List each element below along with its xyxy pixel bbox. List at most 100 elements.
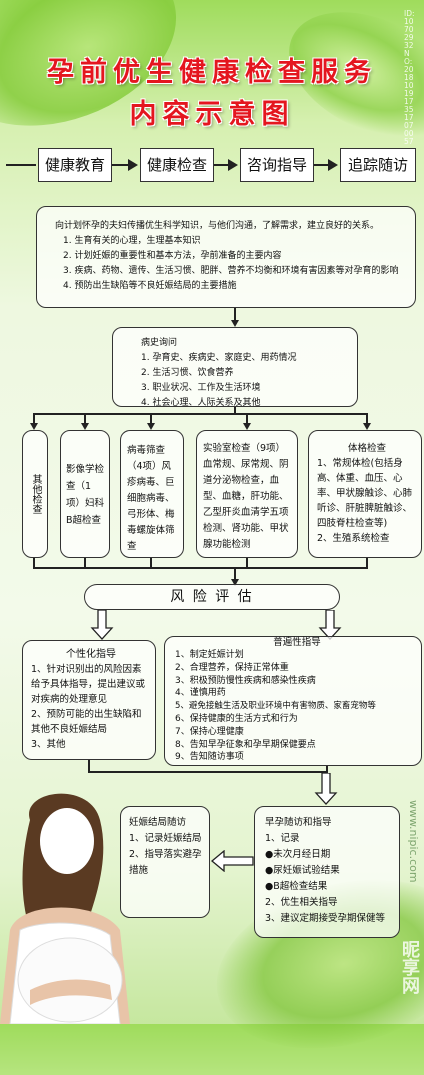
branch-drop <box>150 413 152 425</box>
arrow-head <box>30 423 38 430</box>
early-followup-box: 早孕随访和指导 1、记录 ●未次月经日期 ●尿妊娠试验结果 ●B超检查结果 2、… <box>254 806 400 938</box>
connector-history-branch <box>234 407 236 414</box>
merge-line <box>326 766 328 772</box>
arrow-head <box>363 423 371 430</box>
exam-physical-item: 1、常规体检(包括身高、体重、血压、心率、甲状腺触诊、心肺听诊、肝脏脾脏触诊、四… <box>317 458 413 529</box>
branch-drop <box>84 413 86 425</box>
exam-virus-text: 病毒筛查（4项）风疹病毒、巨细胞病毒、弓形体、梅毒螺旋体筛查 <box>127 445 175 552</box>
flow-step-checkup: 健康检查 <box>140 148 214 182</box>
general-guidance-box: 普遍性指导 1、制定妊娠计划 2、合理营养，保持正常体重 3、积极预防慢性疾病和… <box>164 636 422 766</box>
personal-item: 1、针对识别出的风险因素给予具体指导，提出建议或对疾病的处理意见 <box>31 664 146 705</box>
flow-line-3 <box>314 164 328 166</box>
outcome-title: 妊娠结局随访 <box>129 817 187 828</box>
early-item: ●B超检查结果 <box>265 881 328 892</box>
exam-other-label: 其他检查 <box>30 474 41 514</box>
flow-arrow-3 <box>328 159 338 171</box>
early-title: 早孕随访和指导 <box>265 817 332 828</box>
merge-line <box>150 558 152 568</box>
general-item: 1、制定妊娠计划 <box>175 650 244 660</box>
branch-bar <box>33 413 367 415</box>
merge-line <box>88 760 90 772</box>
general-item: 3、积极预防慢性疾病和感染性疾病 <box>175 675 316 686</box>
education-intro: 向计划怀孕的夫妇传播优生科学知识，与他们沟通，了解需求，建立良好的关系。 <box>55 221 380 231</box>
merge-drop <box>234 567 236 581</box>
history-item: 3. 职业状况、工作及生活环境 <box>141 383 261 393</box>
face-mask <box>40 808 94 874</box>
education-item: 4. 预防出生缺陷等不良妊娠结局的主要措施 <box>63 281 237 291</box>
merge-line <box>84 558 86 568</box>
watermark-id: ID:10702932 NO:20181019173517070057 <box>404 9 415 146</box>
history-item: 1. 孕育史、疾病史、家庭史、用药情况 <box>141 353 297 363</box>
exam-lab-body: 血常规、尿常规、阴道分泌物检查，血型、血糖，肝功能、乙型肝炎血清学五项检测、肾功… <box>203 459 289 550</box>
merge-bar <box>33 567 368 569</box>
exam-lab-title: 实验室检查（9项） <box>203 443 286 454</box>
exam-physical-title: 体格检查 <box>347 443 386 454</box>
watermark-site: www.nipic.com <box>407 800 420 883</box>
early-item: 3、建议定期接受孕期保健等 <box>265 913 386 924</box>
flow-step-education: 健康教育 <box>38 148 112 182</box>
early-item: ●未次月经日期 <box>265 849 331 860</box>
arrow-head <box>81 423 89 430</box>
exam-imaging-text: 影像学检查（1项）妇科B超检查 <box>66 464 105 526</box>
outcome-followup-box: 妊娠结局随访 1、记录妊娠结局 2、指导落实避孕措施 <box>120 806 210 918</box>
merge-bar <box>88 771 328 773</box>
history-item: 2. 生活习惯、饮食营养 <box>141 368 234 378</box>
hollow-arrow-left-icon <box>210 850 254 872</box>
flow-step-followup: 追踪随访 <box>340 148 416 182</box>
outcome-item: 2、指导落实避孕措施 <box>129 849 202 876</box>
flow-arrow-2 <box>228 159 238 171</box>
personal-title: 个性化指导 <box>66 649 116 660</box>
personal-item: 2、预防可能的出生缺陷和其他不良妊娠结局 <box>31 709 142 735</box>
flow-line-1 <box>112 164 128 166</box>
general-item: 6、保持健康的生活方式和行为 <box>175 713 298 724</box>
general-item: 7、保持心理健康 <box>175 726 244 737</box>
title-line-1: 孕前优生健康检查服务 <box>47 57 377 88</box>
history-title: 病史询问 <box>141 338 178 348</box>
personal-guidance-box: 个性化指导 1、针对识别出的风险因素给予具体指导，提出建议或对疾病的处理意见 2… <box>22 640 156 760</box>
arrow-head <box>243 423 251 430</box>
branch-drop <box>246 413 248 425</box>
general-item: 5、避免接触生活及职业环境中有害物质、家畜宠物等 <box>175 701 376 712</box>
merge-line <box>366 558 368 568</box>
early-item: 1、记录 <box>265 833 300 844</box>
outcome-item: 1、记录妊娠结局 <box>129 833 202 844</box>
exam-physical-box: 体格检查 1、常规体检(包括身高、体重、血压、心率、甲状腺触诊、心肺听诊、肝脏脾… <box>308 430 422 558</box>
general-item: 2、合理营养，保持正常体重 <box>175 662 289 673</box>
connector-edu-history <box>234 308 236 322</box>
arrow-head <box>231 579 239 586</box>
arrow-head <box>231 320 239 327</box>
early-item: 2、优生相关指导 <box>265 897 338 908</box>
early-item: ●尿妊娠试验结果 <box>265 865 340 876</box>
watermark-brand: 昵享网 <box>399 940 420 994</box>
exam-imaging-box: 影像学检查（1项）妇科B超检查 <box>60 430 110 558</box>
risk-assessment-box: 风 险 评 估 <box>84 584 340 610</box>
exam-lab-box: 实验室检查（9项） 血常规、尿常规、阴道分泌物检查，血型、血糖，肝功能、乙型肝炎… <box>196 430 298 558</box>
education-item: 3. 疾病、药物、遗传、生活习惯、肥胖、营养不均衡和环境有害因素等对孕育的影响 <box>63 266 399 276</box>
branch-drop <box>33 413 35 425</box>
general-item: 9、告知随访事项 <box>175 752 244 763</box>
branch-drop <box>366 413 368 425</box>
hollow-arrow-down-icon <box>314 773 338 805</box>
title-line-2: 内容示意图 <box>129 99 295 130</box>
flow-step-consult: 咨询指导 <box>240 148 314 182</box>
general-item: 8、告知早孕征象和孕早期保健要点 <box>175 739 316 750</box>
hollow-arrow-down-icon <box>90 610 114 640</box>
personal-item: 3、其他 <box>31 739 66 750</box>
history-box: 病史询问 1. 孕育史、疾病史、家庭史、用药情况 2. 生活习惯、饮食营养 3.… <box>112 327 358 408</box>
flow-line-2 <box>214 164 228 166</box>
education-box: 向计划怀孕的夫妇传播优生科学知识，与他们沟通，了解需求，建立良好的关系。 1. … <box>36 206 416 308</box>
flow-line-start <box>6 164 36 166</box>
education-item: 1. 生育有关的心理，生理基本知识 <box>63 236 201 246</box>
general-item: 4、谨慎用药 <box>175 688 226 699</box>
flow-arrow-1 <box>128 159 138 171</box>
merge-line <box>33 558 35 568</box>
hollow-arrow-down-icon <box>318 610 342 640</box>
arrow-head <box>147 423 155 430</box>
merge-line <box>246 558 248 568</box>
exam-other-box: 其他检查 <box>22 430 48 558</box>
history-item: 4. 社会心理、人际关系及其他 <box>141 398 261 408</box>
exam-physical-item: 2、生殖系统检查 <box>317 533 390 544</box>
education-item: 2. 计划妊娠的重要性和基本方法，孕前准备的主要内容 <box>63 251 282 261</box>
general-title: 普遍性指导 <box>273 637 321 648</box>
exam-virus-box: 病毒筛查（4项）风疹病毒、巨细胞病毒、弓形体、梅毒螺旋体筛查 <box>120 430 184 558</box>
